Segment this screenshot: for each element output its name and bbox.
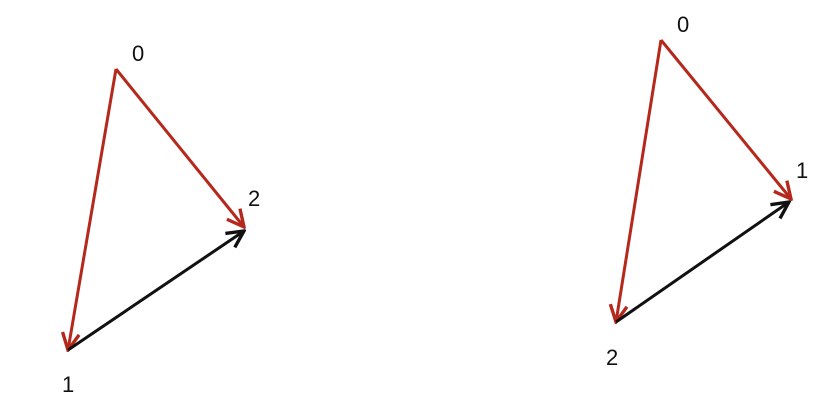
edge-right-0-to-1 <box>659 39 791 199</box>
vertex-label-left-0: 0 <box>132 41 144 66</box>
right-triangle: 0 1 2 <box>606 12 808 370</box>
edge-right-0-to-2 <box>616 39 663 322</box>
edge-left-0-to-1 <box>68 68 118 350</box>
vertex-label-right-1: 1 <box>796 158 808 183</box>
left-triangle: 0 1 2 <box>62 41 260 397</box>
vertex-label-left-1: 1 <box>62 372 74 397</box>
vertex-label-left-2: 2 <box>248 186 260 211</box>
edge-left-1-to-2 <box>67 231 244 352</box>
vertex-label-right-2: 2 <box>606 345 618 370</box>
edge-left-0-to-2 <box>114 68 244 227</box>
edge-right-2-to-1 <box>615 202 789 324</box>
vertex-label-right-0: 0 <box>677 12 689 37</box>
